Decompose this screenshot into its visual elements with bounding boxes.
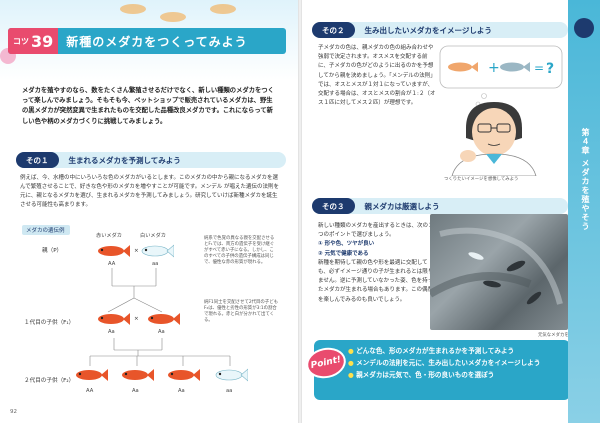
red-fish-icon bbox=[98, 313, 130, 325]
section-3-body: 新種を期待して親の色や形を最適に交配しても、必ずイメージ通りの子が生まれるとは限… bbox=[318, 259, 434, 303]
photo-caption: 元気なメダカを選ぼう bbox=[538, 333, 582, 338]
genotype-Aa: Aa bbox=[158, 329, 165, 335]
chapter-tab-label: 第４章 メダカを殖やそう bbox=[581, 128, 590, 231]
section-1-badge: その１ bbox=[16, 152, 59, 168]
photo-fish-icon bbox=[430, 227, 563, 305]
gen-p-label: 親（P） bbox=[42, 248, 63, 254]
cross-symbol: × bbox=[134, 248, 139, 254]
genetics-diagram: 赤いメダカ 白いメダカ 親（P） × AA aa 純系で色覚の異なる親を交配させ… bbox=[20, 233, 280, 408]
red-fish-icon bbox=[148, 313, 180, 325]
cross-symbol: × bbox=[134, 316, 139, 322]
section-2-text: 子メダカの色は、親メダカの色の組み合わせや強弱で決定されます。オスメスを交配する… bbox=[318, 45, 436, 107]
point-list: どんな色、形のメダカが生まれるかを予測してみよう メンデルの法則を元に、生み出し… bbox=[348, 345, 566, 381]
chapter-side-tab bbox=[568, 0, 600, 423]
chapter-dot-icon bbox=[574, 18, 594, 38]
left-page: コツ 39 新種のメダカをつくってみよう メダカを殖やすのなら、数をたくさん繁殖… bbox=[0, 0, 298, 423]
section-3-text: 新しい種類のメダカを産出するときは、次の２つのポイントで選びましょう。 ① 形や… bbox=[318, 222, 434, 305]
note-1: 純系で色覚の異なる親を交配させるとF₁では、両方の遺伝子を受け継ぐがすべて赤い子… bbox=[204, 236, 275, 265]
white-fish-icon bbox=[141, 244, 174, 258]
page-title: 新種のメダカをつくってみよう bbox=[66, 34, 248, 49]
genotype-aa: aa bbox=[226, 388, 233, 394]
section-2-badge: その２ bbox=[312, 22, 355, 38]
section-3-title: 親メダカは厳選しよう bbox=[364, 201, 440, 211]
red-fish-icon bbox=[122, 369, 154, 381]
diagram-lines bbox=[89, 268, 231, 366]
genotype-Aa: Aa bbox=[108, 329, 115, 335]
section-3-point-2: ② 元気で健康である bbox=[318, 250, 369, 257]
decor-fish-icon bbox=[120, 4, 146, 14]
white-fish-icon bbox=[215, 368, 248, 382]
kotsu-label: コツ bbox=[13, 36, 29, 46]
gen-f1-label: １代目の子供（F₁） bbox=[24, 320, 75, 326]
section-2-header: その２ 生み出したいメダカをイメージしよう bbox=[312, 22, 568, 38]
red-fish-icon bbox=[168, 369, 200, 381]
book-gutter bbox=[298, 0, 302, 423]
gen-f2-label: ２代目の子供（F₂） bbox=[24, 378, 75, 384]
right-page: その２ 生み出したいメダカをイメージしよう 子メダカの色は、親メダカの色の組み合… bbox=[302, 0, 600, 423]
svg-text:=: = bbox=[534, 61, 544, 75]
thinking-man-illustration: + = ? bbox=[439, 45, 563, 176]
section-3-intro: 新しい種類のメダカを産出するときは、次の２つのポイントで選びましょう。 bbox=[318, 223, 434, 239]
red-fish-icon bbox=[98, 245, 130, 257]
intro-text: メダカを殖やすのなら、数をたくさん繁殖させるだけでなく、新しい種類のメダカをつく… bbox=[22, 87, 274, 125]
kotsu-number: 39 bbox=[31, 31, 54, 51]
kotsu-badge: コツ 39 bbox=[8, 28, 59, 54]
title-banner: コツ 39 新種のメダカをつくってみよう bbox=[8, 28, 286, 54]
illustration-caption: つくりたいイメージを想像してみよう bbox=[444, 177, 519, 182]
red-fish-icon bbox=[76, 369, 108, 381]
decor-fish-icon bbox=[160, 12, 186, 22]
parent-red-label: 赤いメダカ bbox=[96, 233, 122, 239]
section-3-point-1: ① 形や色、ツヤが良い bbox=[318, 241, 375, 248]
section-3-badge: その３ bbox=[312, 198, 355, 214]
section-3-header: その３ 親メダカは厳選しよう bbox=[312, 198, 568, 214]
genotype-Aa: Aa bbox=[132, 388, 139, 394]
genotype-aa: aa bbox=[152, 261, 159, 267]
genotype-Aa: Aa bbox=[178, 388, 185, 394]
genotype-AA: AA bbox=[108, 261, 116, 267]
point-item: メンデルの法則を元に、生み出したいメダカをイメージしよう bbox=[348, 357, 566, 369]
point-item: 親メダカは元気で、色・形の良いものを選ぼう bbox=[348, 369, 566, 381]
page-number-left: 92 bbox=[10, 409, 17, 415]
section-1-title: 生まれるメダカを予測してみよう bbox=[68, 155, 181, 165]
section-1-header: その１ 生まれるメダカを予測してみよう bbox=[16, 152, 286, 168]
genotype-AA: AA bbox=[86, 388, 94, 394]
parent-white-label: 白いメダカ bbox=[140, 233, 166, 239]
decor-fish-icon bbox=[210, 4, 236, 14]
note-2: 純F1同士を交配させて2代目の子どもF₂は、優性と劣性の形質が3:1の割合で現れ… bbox=[204, 300, 278, 323]
svg-text:?: ? bbox=[546, 61, 554, 77]
section-2-title: 生み出したいメダカをイメージしよう bbox=[364, 25, 492, 35]
genetics-tag: メダカの遺伝例 bbox=[22, 225, 70, 235]
medaka-photo bbox=[430, 214, 568, 330]
svg-text:+: + bbox=[488, 60, 500, 76]
section-1-text: 例えば、今、水槽の中にいろいろな色のメダカがいるとします。このメダカの中から親に… bbox=[20, 175, 280, 208]
point-item: どんな色、形のメダカが生まれるかを予測してみよう bbox=[348, 345, 566, 357]
